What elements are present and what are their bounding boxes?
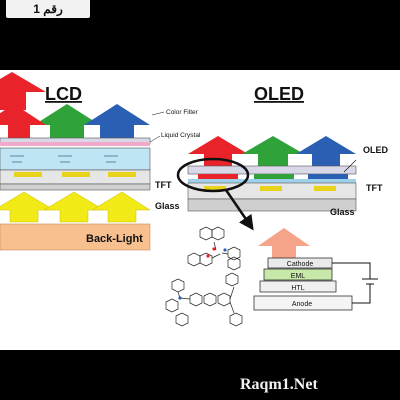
diagram-canvas: LCD [0, 70, 400, 350]
zoom-arrow [224, 189, 254, 231]
oled-leader-line [343, 159, 357, 173]
npb-molecule [165, 272, 243, 327]
oled-green-subpixel [254, 174, 294, 179]
lcd-title: LCD [45, 84, 82, 104]
liquid-crystal-label: Liquid Crystal [161, 132, 201, 139]
oled-organic-layer [188, 179, 356, 183]
lcd-red-arrow-lower [0, 104, 46, 138]
htl-layer [259, 280, 337, 293]
oled-title: OLED [254, 84, 304, 104]
backlight-panel [0, 223, 151, 251]
oled-top-encap [187, 165, 357, 175]
oled-tft-electrode [314, 186, 336, 191]
oled-rgb-arrows [188, 136, 356, 168]
backlight-arrow [91, 191, 151, 223]
backlight-arrow [0, 191, 55, 223]
lcd-tft-electrode [62, 172, 90, 177]
lcd-blue-arrow [84, 104, 150, 138]
lcd-vs-oled-diagram: LCD [0, 72, 389, 327]
lcd-crystal-lines [10, 155, 118, 163]
oled-glass-label: Glass [330, 207, 355, 217]
lcd-rgb-arrows [0, 72, 150, 138]
lcd-tft-label: TFT [155, 180, 172, 190]
site-badge: رقم 1 [6, 0, 90, 18]
lcd-color-filter-layer [0, 142, 150, 146]
lcd-backlight-arrows [0, 191, 151, 223]
lcd-red-arrow [0, 72, 46, 110]
battery-circuit [332, 262, 378, 304]
backlight-label: Back-Light [86, 233, 143, 245]
lcd-layer-labels: Color Filter Liquid Crystal [149, 109, 201, 143]
oled-red-subpixel [198, 174, 238, 179]
oled-tft-label: TFT [366, 183, 383, 193]
oled-tft-electrode [260, 186, 282, 191]
molecule-illustrations [165, 226, 243, 327]
lcd-glass-label: Glass [155, 201, 180, 211]
oled-blue-subpixel [308, 174, 348, 179]
color-filter-label: Color Filter [166, 109, 199, 116]
oled-blue-arrow [296, 136, 356, 168]
lcd-green-arrow [34, 104, 100, 138]
cathode-label: Cathode [287, 261, 314, 268]
oled-layer-stack [187, 165, 357, 212]
lcd-liquid-crystal-layer [0, 147, 151, 171]
eml-layer [263, 268, 333, 281]
oled-pixel-highlight [176, 157, 250, 193]
alq3-molecule [187, 226, 241, 271]
htl-label: HTL [291, 285, 304, 292]
eml-label: EML [291, 273, 306, 280]
oled-label: OLED [363, 145, 389, 155]
lcd-tft-electrode [14, 172, 42, 177]
backlight-arrow [43, 191, 105, 223]
oled-green-arrow [242, 136, 304, 168]
lcd-layer-stack [0, 137, 151, 191]
emission-arrow [258, 228, 310, 258]
lcd-tft-electrode [108, 172, 136, 177]
watermark: Raqm1.Net [240, 376, 318, 393]
oled-device-stack: Cathode EML HTL Anode [253, 257, 353, 311]
oled-glass-layer [187, 198, 357, 212]
anode-label: Anode [292, 301, 312, 308]
lcd-bottom-glass [0, 183, 151, 191]
oled-red-arrow [188, 136, 248, 168]
oled-tft-electrode [204, 186, 226, 191]
